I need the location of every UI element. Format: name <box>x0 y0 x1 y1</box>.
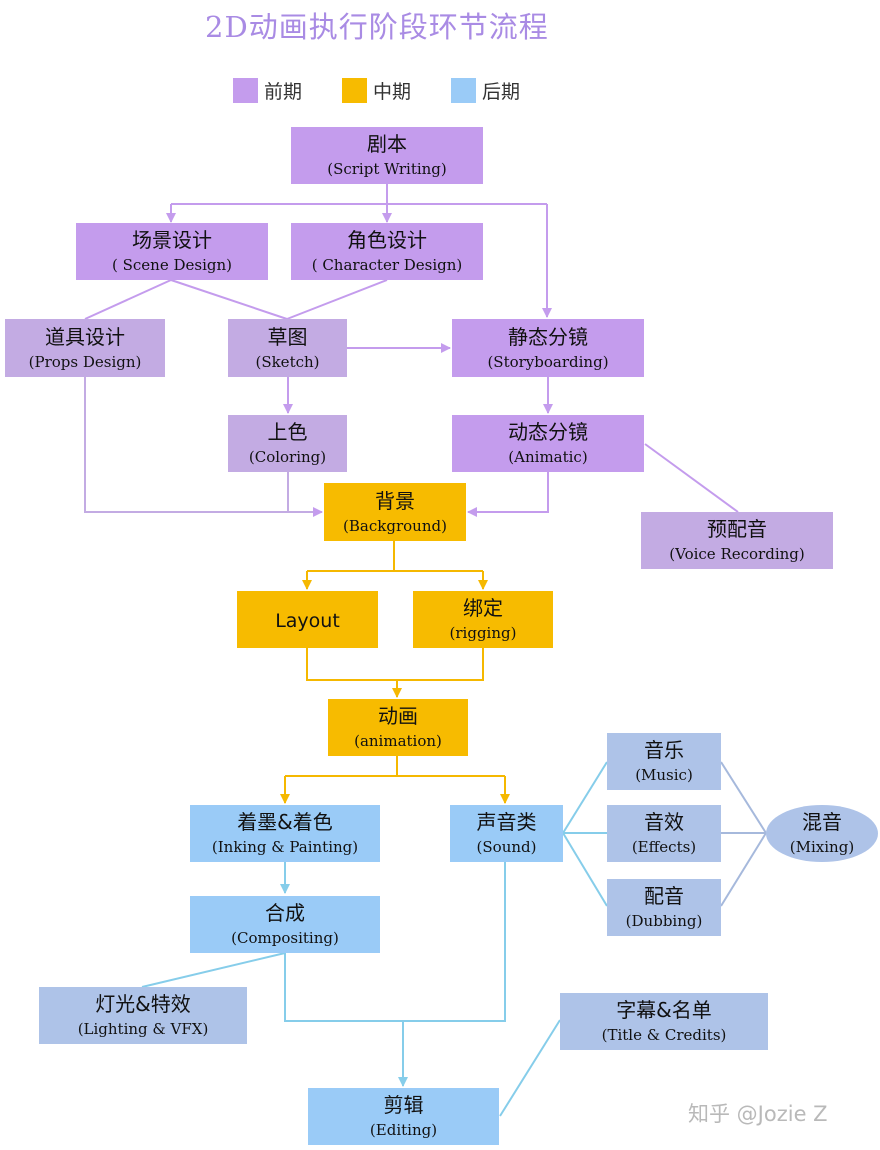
node-background: 背景 (Background) <box>324 483 466 541</box>
node-effects-zh: 音效 <box>644 810 684 834</box>
node-script-zh: 剧本 <box>367 132 407 156</box>
node-animation: 动画 (animation) <box>328 699 468 756</box>
node-sketch-zh: 草图 <box>267 324 308 349</box>
node-voice-recording: 预配音 (Voice Recording) <box>641 512 833 569</box>
node-mixing: 混音 (Mixing) <box>766 805 878 862</box>
node-music-zh: 音乐 <box>644 738 684 762</box>
node-animatic: 动态分镜 (Animatic) <box>452 415 644 472</box>
legend-item-mid: 中期 <box>342 76 411 104</box>
node-effects-en: (Effects) <box>631 838 697 856</box>
node-dubbing: 配音 (Dubbing) <box>607 879 721 936</box>
node-compositing-en: (Compositing) <box>231 929 339 947</box>
node-props-design-zh: 道具设计 <box>45 324 125 349</box>
legend-item-pre: 前期 <box>233 76 302 104</box>
node-sound-en: (Sound) <box>476 838 537 856</box>
node-dubbing-zh: 配音 <box>644 884 684 908</box>
node-animation-en: (animation) <box>354 732 442 750</box>
node-lighting-vfx-zh: 灯光&特效 <box>95 992 191 1016</box>
legend-label-mid: 中期 <box>373 80 412 103</box>
node-compositing: 合成 (Compositing) <box>190 896 380 953</box>
connector-title-to-editing <box>499 1019 561 1117</box>
node-coloring-zh: 上色 <box>267 420 308 444</box>
node-title-credits-en: (Title & Credits) <box>601 1026 727 1044</box>
node-animation-zh: 动画 <box>378 704 418 728</box>
connector-compositing-to-lighting <box>141 952 286 988</box>
legend-label-pre: 前期 <box>264 80 303 103</box>
node-voice-recording-en: (Voice Recording) <box>669 545 805 563</box>
node-props-design-en: (Props Design) <box>28 352 142 371</box>
node-scene-design-en: ( Scene Design) <box>112 256 232 274</box>
connector-layout-rigging-join <box>306 648 484 681</box>
connector-scene-to-sketch <box>170 279 288 320</box>
connector-dubbing-to-mixing <box>720 832 767 907</box>
node-effects: 音效 (Effects) <box>607 805 721 862</box>
node-character-design-zh: 角色设计 <box>347 228 427 252</box>
node-lighting-vfx-en: (Lighting & VFX) <box>77 1020 209 1038</box>
node-layout: Layout <box>237 591 378 648</box>
node-scene-design-zh: 场景设计 <box>132 228 212 252</box>
node-background-en: (Background) <box>343 516 447 535</box>
legend-swatch-pre <box>233 77 258 103</box>
node-title-credits: 字幕&名单 (Title & Credits) <box>560 993 768 1050</box>
node-mixing-zh: 混音 <box>802 810 842 834</box>
node-sound-zh: 声音类 <box>476 810 537 834</box>
node-editing-en: (Editing) <box>369 1121 438 1139</box>
connector-scene-to-props <box>84 279 172 320</box>
diagram-title: 2D动画执行阶段环节流程 <box>205 10 549 44</box>
node-storyboarding: 静态分镜 (Storyboarding) <box>452 319 644 377</box>
connector-character-to-sketch <box>286 279 388 320</box>
node-voice-recording-zh: 预配音 <box>707 517 767 541</box>
connector-compositing-to-editing-path <box>284 953 403 1022</box>
node-background-zh: 背景 <box>375 488 415 513</box>
connector-props-to-background <box>84 377 323 517</box>
node-script: 剧本 (Script Writing) <box>291 127 483 184</box>
node-compositing-zh: 合成 <box>265 901 305 925</box>
node-inking-painting-en: (Inking & Painting) <box>211 838 359 856</box>
node-mixing-en: (Mixing) <box>789 838 855 856</box>
node-character-design-en: ( Character Design) <box>311 256 463 274</box>
node-sketch: 草图 (Sketch) <box>228 319 347 377</box>
connector-animatic-to-voice <box>644 443 739 513</box>
connector-animatic-to-background <box>467 472 549 517</box>
node-editing: 剪辑 (Editing) <box>308 1088 499 1145</box>
node-coloring: 上色 (Coloring) <box>228 415 347 472</box>
node-props-design: 道具设计 (Props Design) <box>5 319 165 377</box>
node-rigging: 绑定 (rigging) <box>413 591 553 648</box>
node-layout-en: Layout <box>275 610 340 632</box>
node-sound: 声音类 (Sound) <box>450 805 563 862</box>
node-music-en: (Music) <box>635 766 693 784</box>
connector-sound-to-dubbing <box>562 832 608 907</box>
connector-sound-to-music <box>562 761 608 834</box>
legend-item-post: 后期 <box>451 76 520 104</box>
node-music: 音乐 (Music) <box>607 733 721 790</box>
legend-label-post: 后期 <box>482 80 521 103</box>
node-rigging-zh: 绑定 <box>463 596 503 620</box>
legend-swatch-post <box>451 77 476 103</box>
node-inking-painting: 着墨&着色 (Inking & Painting) <box>190 805 380 862</box>
node-inking-painting-zh: 着墨&着色 <box>237 810 333 834</box>
node-storyboarding-zh: 静态分镜 <box>508 324 588 349</box>
node-dubbing-en: (Dubbing) <box>625 912 703 930</box>
node-script-en: (Script Writing) <box>327 160 447 178</box>
node-title-credits-zh: 字幕&名单 <box>616 998 712 1022</box>
node-scene-design: 场景设计 ( Scene Design) <box>76 223 268 280</box>
watermark: 知乎 @Jozie Z <box>688 1102 828 1126</box>
node-editing-zh: 剪辑 <box>383 1093 424 1117</box>
connector-sound-to-editing-path <box>403 862 506 1022</box>
node-coloring-en: (Coloring) <box>248 448 327 466</box>
node-lighting-vfx: 灯光&特效 (Lighting & VFX) <box>39 987 247 1044</box>
connector-music-to-mixing <box>720 761 767 834</box>
node-rigging-en: (rigging) <box>449 624 517 642</box>
node-storyboarding-en: (Storyboarding) <box>487 352 609 371</box>
node-character-design: 角色设计 ( Character Design) <box>291 223 483 280</box>
legend-swatch-mid <box>342 77 367 103</box>
node-animatic-zh: 动态分镜 <box>508 420 588 444</box>
node-animatic-en: (Animatic) <box>508 448 588 466</box>
node-sketch-en: (Sketch) <box>255 352 320 371</box>
